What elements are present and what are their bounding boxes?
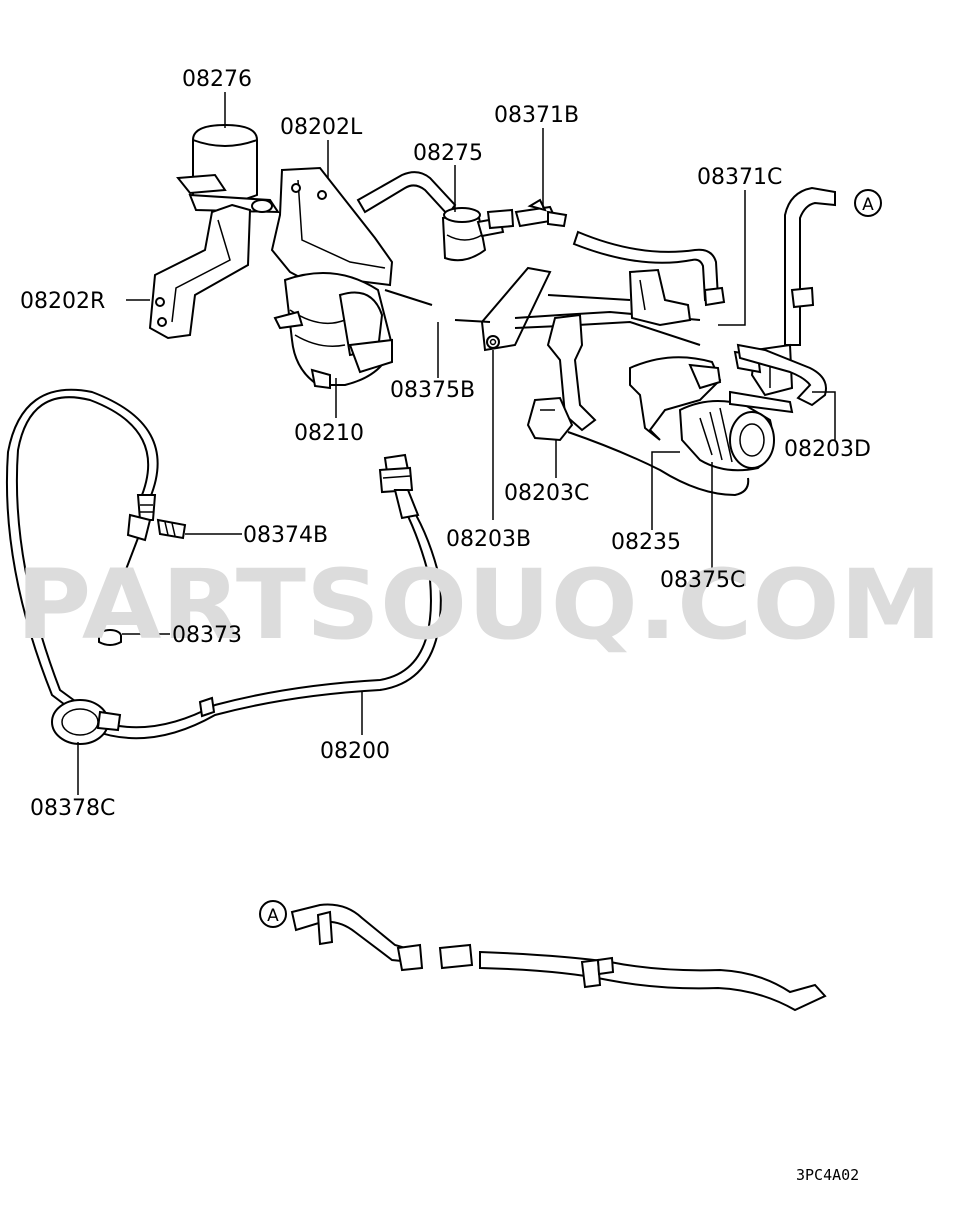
part-label-08371b[interactable]: 08371B — [494, 103, 579, 128]
watermark: PARTSOUQ.COM — [16, 549, 942, 661]
drawing-reference: 3PC4A02 — [796, 1166, 859, 1184]
callout-a-top: A — [854, 189, 882, 217]
bracket-08202l-drawing — [270, 166, 394, 290]
cable-08200-drawing — [5, 388, 442, 740]
part-label-08371c[interactable]: 08371C — [697, 165, 782, 190]
valve-08235-drawing — [567, 356, 794, 497]
bracket-08203b-drawing — [480, 266, 552, 352]
hose-to-a-drawing — [784, 186, 836, 346]
part-label-08202r[interactable]: 08202R — [20, 289, 105, 314]
part-label-08203d[interactable]: 08203D — [784, 437, 871, 462]
bracket-right-drawing — [628, 268, 692, 327]
part-label-08203b[interactable]: 08203B — [446, 527, 531, 552]
bracket-08203c-drawing — [526, 313, 597, 442]
part-label-08378c[interactable]: 08378C — [30, 796, 115, 821]
part-label-08375c[interactable]: 08375C — [660, 568, 745, 593]
callout-a-bottom-letter: A — [267, 906, 279, 926]
actuator-08210-drawing — [273, 271, 394, 390]
part-label-08203c[interactable]: 08203C — [504, 481, 589, 506]
part-label-08275[interactable]: 08275 — [413, 141, 483, 166]
part-label-08235[interactable]: 08235 — [611, 530, 681, 555]
fitting-08371b-drawing — [514, 198, 568, 228]
bracket-08202r-drawing — [148, 203, 252, 340]
hose-right-drawing — [736, 343, 827, 407]
part-label-08200[interactable]: 08200 — [320, 739, 390, 764]
grommet-08373-drawing — [98, 629, 122, 646]
valve-08275-drawing — [441, 207, 515, 262]
leader-lines — [77, 92, 836, 795]
callout-a-bottom: A — [259, 900, 287, 928]
cable-end-drawing — [378, 453, 420, 520]
part-label-08276[interactable]: 08276 — [182, 67, 252, 92]
part-label-08375b[interactable]: 08375B — [390, 378, 475, 403]
part-label-08373[interactable]: 08373 — [172, 623, 242, 648]
actuator-08276-drawing — [176, 123, 280, 214]
clip-08374b-drawing — [156, 518, 187, 540]
clamp-08378c-drawing — [51, 699, 122, 745]
part-label-08210[interactable]: 08210 — [294, 421, 364, 446]
hose-upper-drawing — [356, 171, 457, 217]
part-label-08202l[interactable]: 08202L — [280, 115, 363, 140]
part-label-08374b[interactable]: 08374B — [243, 523, 328, 548]
callout-a-top-letter: A — [862, 195, 874, 215]
hose-detail-a-drawing — [290, 903, 827, 1012]
hose-middle-drawing — [572, 230, 726, 307]
